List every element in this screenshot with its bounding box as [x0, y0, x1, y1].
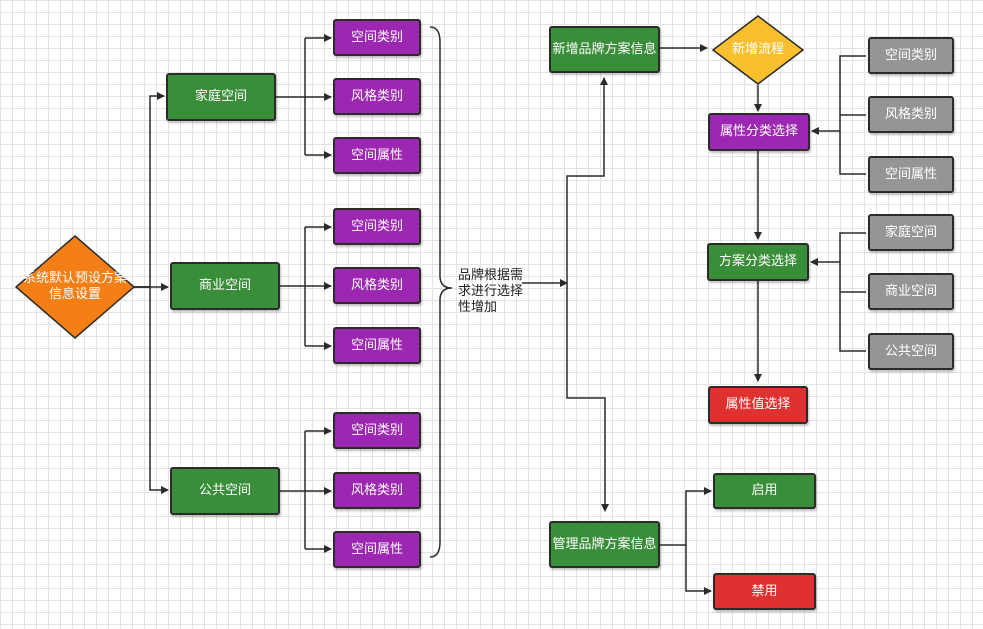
root-label: 系统默认预设方案信息设置 [22, 271, 127, 302]
plan-option-commercial[interactable]: 商业空间 [868, 273, 954, 310]
node-disable[interactable]: 禁用 [713, 573, 816, 610]
node-public-space[interactable]: 公共空间 [170, 467, 280, 515]
node-plan-select[interactable]: 方案分类选择 [707, 243, 809, 281]
public-space-type[interactable]: 空间类别 [333, 412, 421, 449]
add-flow-label: 新增流程 [731, 42, 784, 57]
add-flow-diamond [711, 15, 805, 85]
home-style-type[interactable]: 风格类别 [333, 78, 421, 115]
attr-option-space-type[interactable]: 空间类别 [868, 37, 954, 74]
node-attr-select[interactable]: 属性分类选择 [708, 113, 810, 151]
commercial-space-attr[interactable]: 空间属性 [333, 327, 421, 364]
root-diamond [14, 235, 136, 339]
node-value-select[interactable]: 属性值选择 [708, 386, 808, 424]
plan-option-public[interactable]: 公共空间 [868, 333, 954, 370]
node-add-brand[interactable]: 新增品牌方案信息 [549, 26, 660, 73]
attr-option-space-attr[interactable]: 空间属性 [868, 156, 954, 193]
edge-root-public [134, 286, 169, 494]
public-style-type[interactable]: 风格类别 [333, 472, 421, 509]
node-home-space[interactable]: 家庭空间 [166, 73, 276, 121]
node-commercial-space[interactable]: 商业空间 [170, 262, 280, 310]
node-enable[interactable]: 启用 [713, 473, 816, 509]
node-manage-brand[interactable]: 管理品牌方案信息 [549, 521, 660, 568]
home-space-attr[interactable]: 空间属性 [333, 137, 421, 174]
commercial-style-type[interactable]: 风格类别 [333, 267, 421, 304]
public-space-attr[interactable]: 空间属性 [333, 531, 421, 568]
plan-option-home[interactable]: 家庭空间 [868, 214, 954, 251]
commercial-space-type[interactable]: 空间类别 [333, 208, 421, 245]
attr-option-style-type[interactable]: 风格类别 [868, 96, 954, 133]
brace [429, 26, 453, 558]
home-space-type[interactable]: 空间类别 [333, 19, 421, 56]
note-text: 品牌根据需 求进行选择 性增加 [458, 268, 524, 315]
edge-root-home [134, 92, 165, 288]
